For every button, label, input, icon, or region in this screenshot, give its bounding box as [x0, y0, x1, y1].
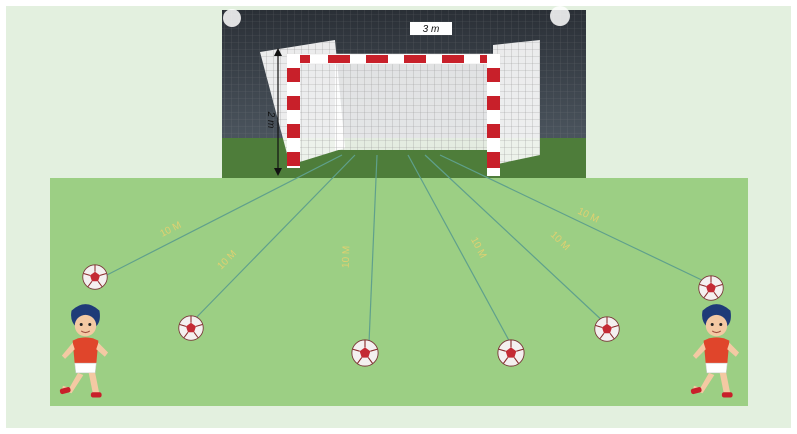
soccer-ball-icon — [595, 317, 620, 342]
soccer-ball-icon — [83, 265, 108, 290]
soccer-ball-icon — [699, 276, 724, 301]
soccer-ball-icon — [179, 316, 204, 341]
goal-height-label: 2 m — [265, 111, 276, 129]
goal-width-dimension: 3 m — [410, 22, 452, 35]
pitch-area — [50, 178, 748, 406]
soccer-ball-icon — [352, 340, 378, 366]
distance-label-3: 10 M — [341, 246, 353, 269]
goal-width-label: 3 m — [423, 24, 440, 35]
soccer-ball-icon — [498, 340, 524, 366]
goal-crossbar — [287, 54, 500, 64]
